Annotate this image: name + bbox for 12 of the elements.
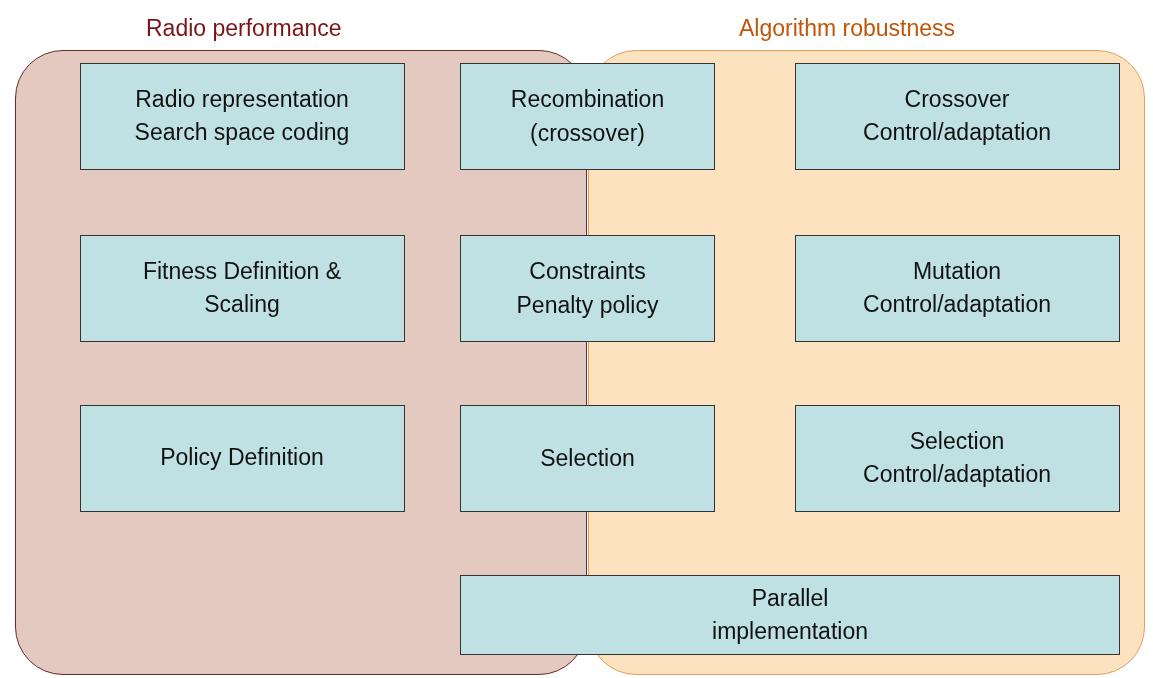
text-box: Recombination (crossover) — [460, 63, 715, 170]
text-box: Selection — [460, 405, 715, 512]
text-box: Fitness Definition & Scaling — [79, 234, 405, 342]
region-title: Algorithm robustness — [739, 15, 956, 42]
text-box: Selection Control/adaptation — [794, 404, 1120, 512]
text-box: Policy Definition — [79, 404, 405, 512]
text-box: Parallel implementation — [460, 575, 1120, 655]
text-box: Crossover Control/adaptation — [794, 62, 1120, 170]
text-box: Constraints Penalty policy — [460, 235, 715, 342]
region-title: Radio performance — [146, 15, 342, 42]
text-box: Mutation Control/adaptation — [794, 234, 1120, 342]
text-box: Radio representation Search space coding — [79, 62, 405, 170]
